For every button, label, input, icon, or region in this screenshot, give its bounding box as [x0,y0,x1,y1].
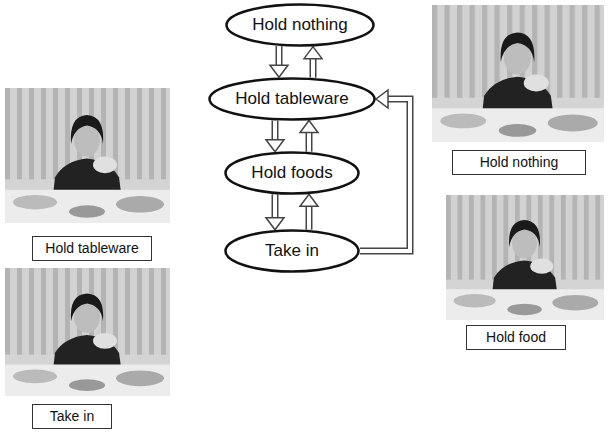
transition-arrow [266,194,284,229]
transition-arrow [266,121,284,152]
arrow-shaft-outline [276,46,283,65]
arrow-shaft-fill [273,194,277,217]
arrow-shaft-outline [306,206,313,229]
arrow-head [270,65,288,77]
photo-hold-nothing [432,5,604,142]
transition-arrow [300,121,318,152]
ellipse-shape [226,153,359,194]
arrow-shaft-fill [307,206,311,229]
caption-label: Hold tableware [45,240,138,256]
arrow-shaft-outline [310,59,317,78]
photo-hold-food [446,195,604,320]
caption-label: Take in [50,408,94,424]
arrow-head [300,121,318,133]
arrow-shaft-fill [360,99,410,251]
arrow-head [300,194,318,206]
state-label: Hold tableware [235,89,348,109]
transition-arrow [300,194,318,229]
photo-caption: Take in [32,404,112,429]
caption-label: Hold nothing [480,154,559,170]
state-label: Take in [265,241,319,261]
arrow-shaft-outline [306,133,313,152]
photo-caption: Hold food [466,325,566,350]
arrow-shaft-fill [311,59,315,78]
caption-label: Hold food [486,329,546,345]
photo-caption: Hold nothing [452,150,586,175]
transition-arrow [270,46,288,77]
ellipse-shape [210,79,375,120]
arrow-shaft-outline [360,99,410,251]
ellipse-shape [227,5,374,46]
arrow-head [376,90,388,108]
arrow-shaft-fill [277,46,281,65]
state-ellipse: Hold foods [224,151,360,195]
arrow-head [266,218,284,230]
arrow-head [266,140,284,152]
photo-hold-tableware [5,88,170,223]
transition-arrow [360,90,410,251]
arrow-head [304,47,322,59]
arrow-shaft-outline [272,121,279,140]
photo-caption: Hold tableware [32,236,152,261]
state-ellipse: Hold tableware [208,77,376,121]
arrow-shaft-fill [273,121,277,140]
state-label: Hold foods [251,163,332,183]
photo-take-in [5,268,170,396]
arrow-shaft-fill [307,133,311,152]
ellipse-shape [226,231,359,272]
transition-arrow [304,47,322,78]
state-ellipse: Take in [224,229,360,273]
arrow-shaft-outline [272,194,279,217]
state-ellipse: Hold nothing [225,3,375,47]
state-label: Hold nothing [252,15,347,35]
